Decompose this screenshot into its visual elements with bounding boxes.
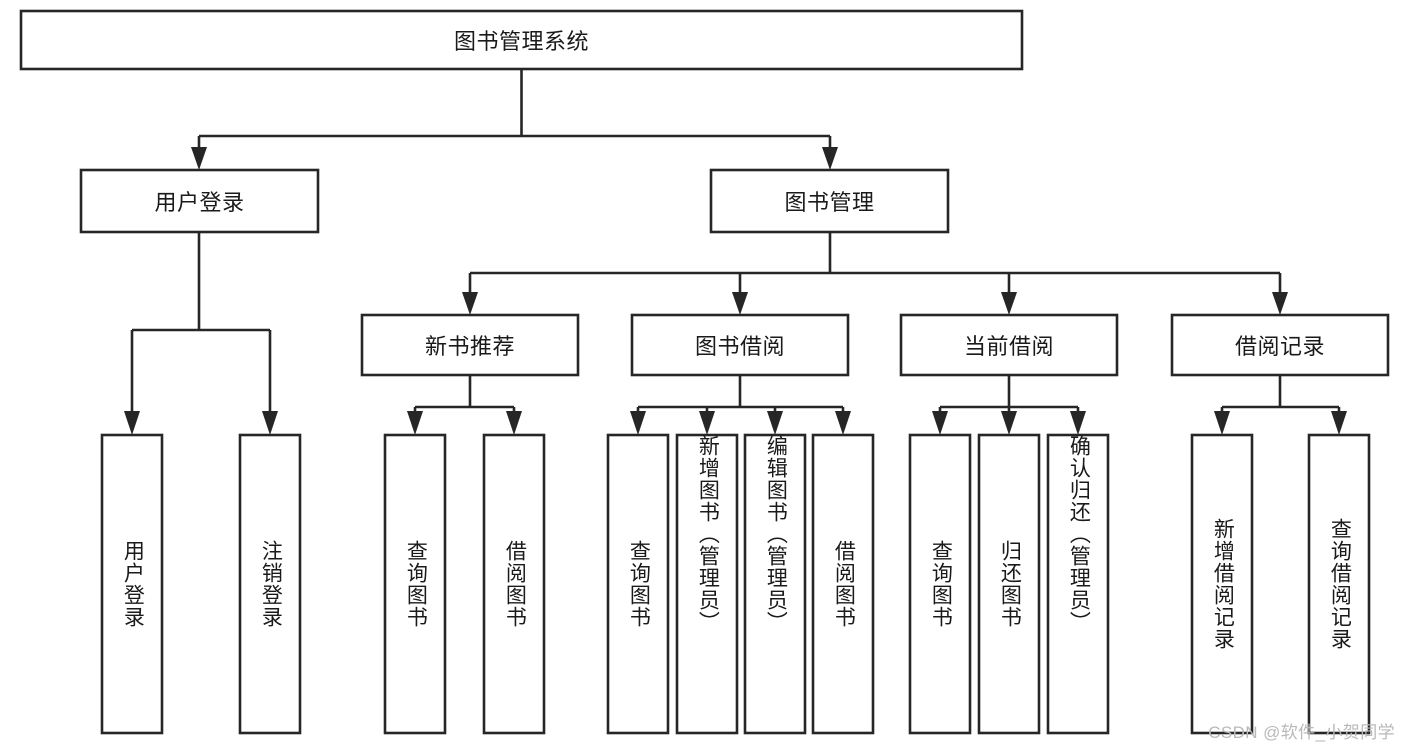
connector-group-root [191, 69, 838, 170]
node-leaf-add-record[interactable] [1190, 433, 1254, 735]
arrow-bm-to-book-borrow-icon [732, 292, 748, 315]
node-book-borrow[interactable] [630, 313, 850, 377]
arrow-root-to-book-management-icon [822, 147, 838, 170]
node-current-borrow[interactable] [899, 313, 1119, 377]
connector-group-book-management [462, 232, 1288, 315]
node-leaf-query-book-3[interactable] [908, 433, 972, 735]
node-leaf-user-login[interactable] [100, 433, 164, 735]
node-borrow-record[interactable] [1170, 313, 1390, 377]
arrow-br-leaf2-icon [1331, 411, 1347, 435]
node-leaf-query-book-1[interactable] [383, 433, 447, 735]
arrow-user-login-leaf1-icon [124, 411, 140, 435]
arrow-bb-leaf2-icon [699, 411, 715, 435]
arrow-bb-leaf4-icon [835, 411, 851, 435]
arrow-nb-leaf2-icon [506, 411, 522, 435]
node-leaf-logout-login[interactable] [238, 433, 302, 735]
node-leaf-borrow-book-2[interactable] [811, 433, 875, 735]
node-book-management[interactable] [709, 168, 950, 234]
arrow-bb-leaf1-icon [630, 411, 646, 435]
arrow-bm-to-current-borrow-icon [1001, 292, 1017, 315]
arrow-bb-leaf3-icon [767, 411, 783, 435]
arrow-bm-to-borrow-record-icon [1272, 292, 1288, 315]
node-leaf-query-book-2[interactable] [606, 433, 670, 735]
node-user-login[interactable] [79, 168, 320, 234]
node-leaf-confirm-return[interactable] [1046, 433, 1110, 735]
connector-group-book-borrow [630, 375, 851, 435]
node-new-book-recommend[interactable] [360, 313, 580, 377]
arrow-br-leaf1-icon [1214, 411, 1230, 435]
watermark: CSDN @软件_小贺同学 [1208, 723, 1395, 742]
node-leaf-return-book[interactable] [977, 433, 1041, 735]
arrow-nb-leaf1-icon [407, 411, 423, 435]
node-leaf-edit-book[interactable] [743, 433, 807, 735]
node-leaf-borrow-book-1[interactable] [482, 433, 546, 735]
connector-group-current-borrow [932, 375, 1086, 435]
arrow-cb-leaf1-icon [932, 411, 948, 435]
arrow-cb-leaf2-icon [1001, 411, 1017, 435]
arrow-bm-to-new-book-icon [462, 292, 478, 315]
node-leaf-query-record[interactable] [1307, 433, 1371, 735]
arrow-user-login-leaf2-icon [262, 411, 278, 435]
arrow-cb-leaf3-icon [1070, 411, 1086, 435]
connector-group-user-login [124, 232, 278, 435]
node-leaf-add-book[interactable] [675, 433, 739, 735]
arrow-root-to-user-login-icon [191, 147, 207, 170]
connector-group-borrow-record [1214, 375, 1347, 435]
node-root[interactable] [19, 9, 1024, 71]
connector-group-new-book-recommend [407, 375, 522, 435]
